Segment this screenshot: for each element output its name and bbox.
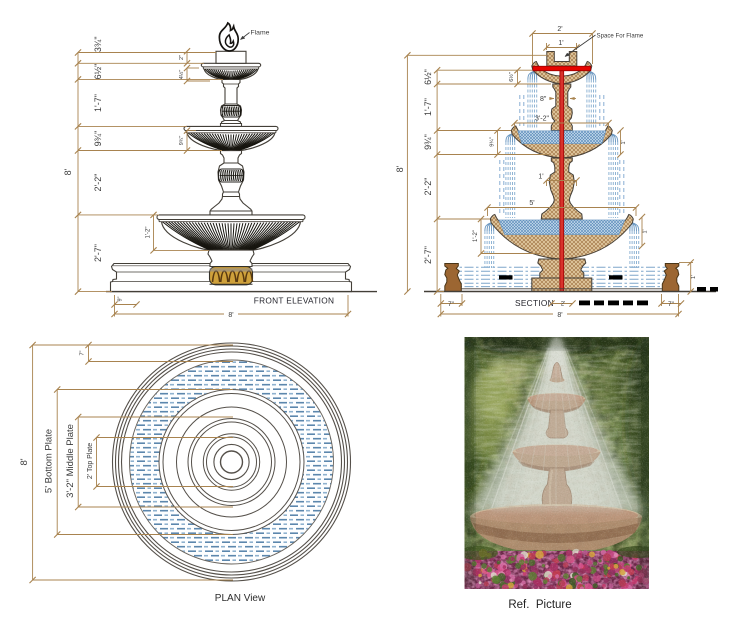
svg-text:PLAN View: PLAN View [215, 593, 266, 604]
svg-text:2': 2' [557, 26, 562, 33]
svg-text:1': 1' [691, 275, 697, 279]
svg-text:8': 8' [557, 312, 562, 319]
svg-text:6½": 6½" [508, 72, 515, 82]
svg-text:FRONT ELEVATION: FRONT ELEVATION [254, 296, 335, 306]
svg-text:8': 8' [228, 312, 233, 319]
svg-text:2'-7": 2'-7" [423, 246, 433, 264]
svg-text:9¾": 9¾" [93, 131, 103, 147]
svg-text:3¾": 3¾" [93, 36, 103, 52]
svg-text:1': 1' [643, 229, 649, 233]
svg-text:2': 2' [561, 302, 565, 308]
svg-text:9¾": 9¾" [490, 137, 496, 147]
svg-text:9¾": 9¾" [423, 134, 433, 150]
svg-text:6½": 6½" [93, 64, 103, 80]
svg-text:8': 8' [63, 168, 73, 175]
svg-text:5': 5' [529, 200, 534, 207]
svg-text:6½": 6½" [423, 69, 433, 85]
svg-text:1': 1' [558, 40, 563, 47]
svg-text:1'-2": 1'-2" [146, 227, 152, 239]
svg-text:Flame: Flame [251, 30, 270, 37]
svg-text:9": 9" [118, 296, 124, 301]
svg-text:7": 7" [80, 350, 86, 355]
svg-text:9¾": 9¾" [179, 136, 185, 146]
svg-text:SECTION: SECTION [515, 298, 554, 308]
svg-text:1'-2": 1'-2" [473, 230, 479, 242]
svg-text:5' Bottom Plate: 5' Bottom Plate [44, 429, 55, 493]
svg-text:7": 7" [668, 301, 675, 308]
svg-text:2'-2": 2'-2" [93, 174, 103, 192]
svg-text:2'-2": 2'-2" [423, 178, 433, 196]
svg-text:7": 7" [448, 301, 455, 308]
svg-text:2": 2" [179, 55, 185, 60]
svg-text:2' Top Plate: 2' Top Plate [87, 443, 94, 479]
svg-text:1': 1' [538, 174, 543, 181]
svg-text:3'-2": 3'-2" [535, 116, 549, 123]
svg-text:1'-7": 1'-7" [423, 98, 433, 116]
svg-text:4½": 4½" [178, 70, 185, 80]
svg-text:1'-7": 1'-7" [93, 94, 103, 112]
svg-text:Space For Flame: Space For Flame [597, 33, 644, 40]
svg-text:Ref. Picture: Ref. Picture [508, 599, 571, 611]
svg-text:8': 8' [19, 458, 30, 465]
svg-text:8": 8" [540, 96, 547, 103]
svg-text:8': 8' [395, 165, 405, 172]
svg-text:3'-2" Middle Plate: 3'-2" Middle Plate [65, 424, 76, 498]
svg-text:2'-7": 2'-7" [93, 244, 103, 262]
svg-text:1': 1' [621, 140, 627, 144]
